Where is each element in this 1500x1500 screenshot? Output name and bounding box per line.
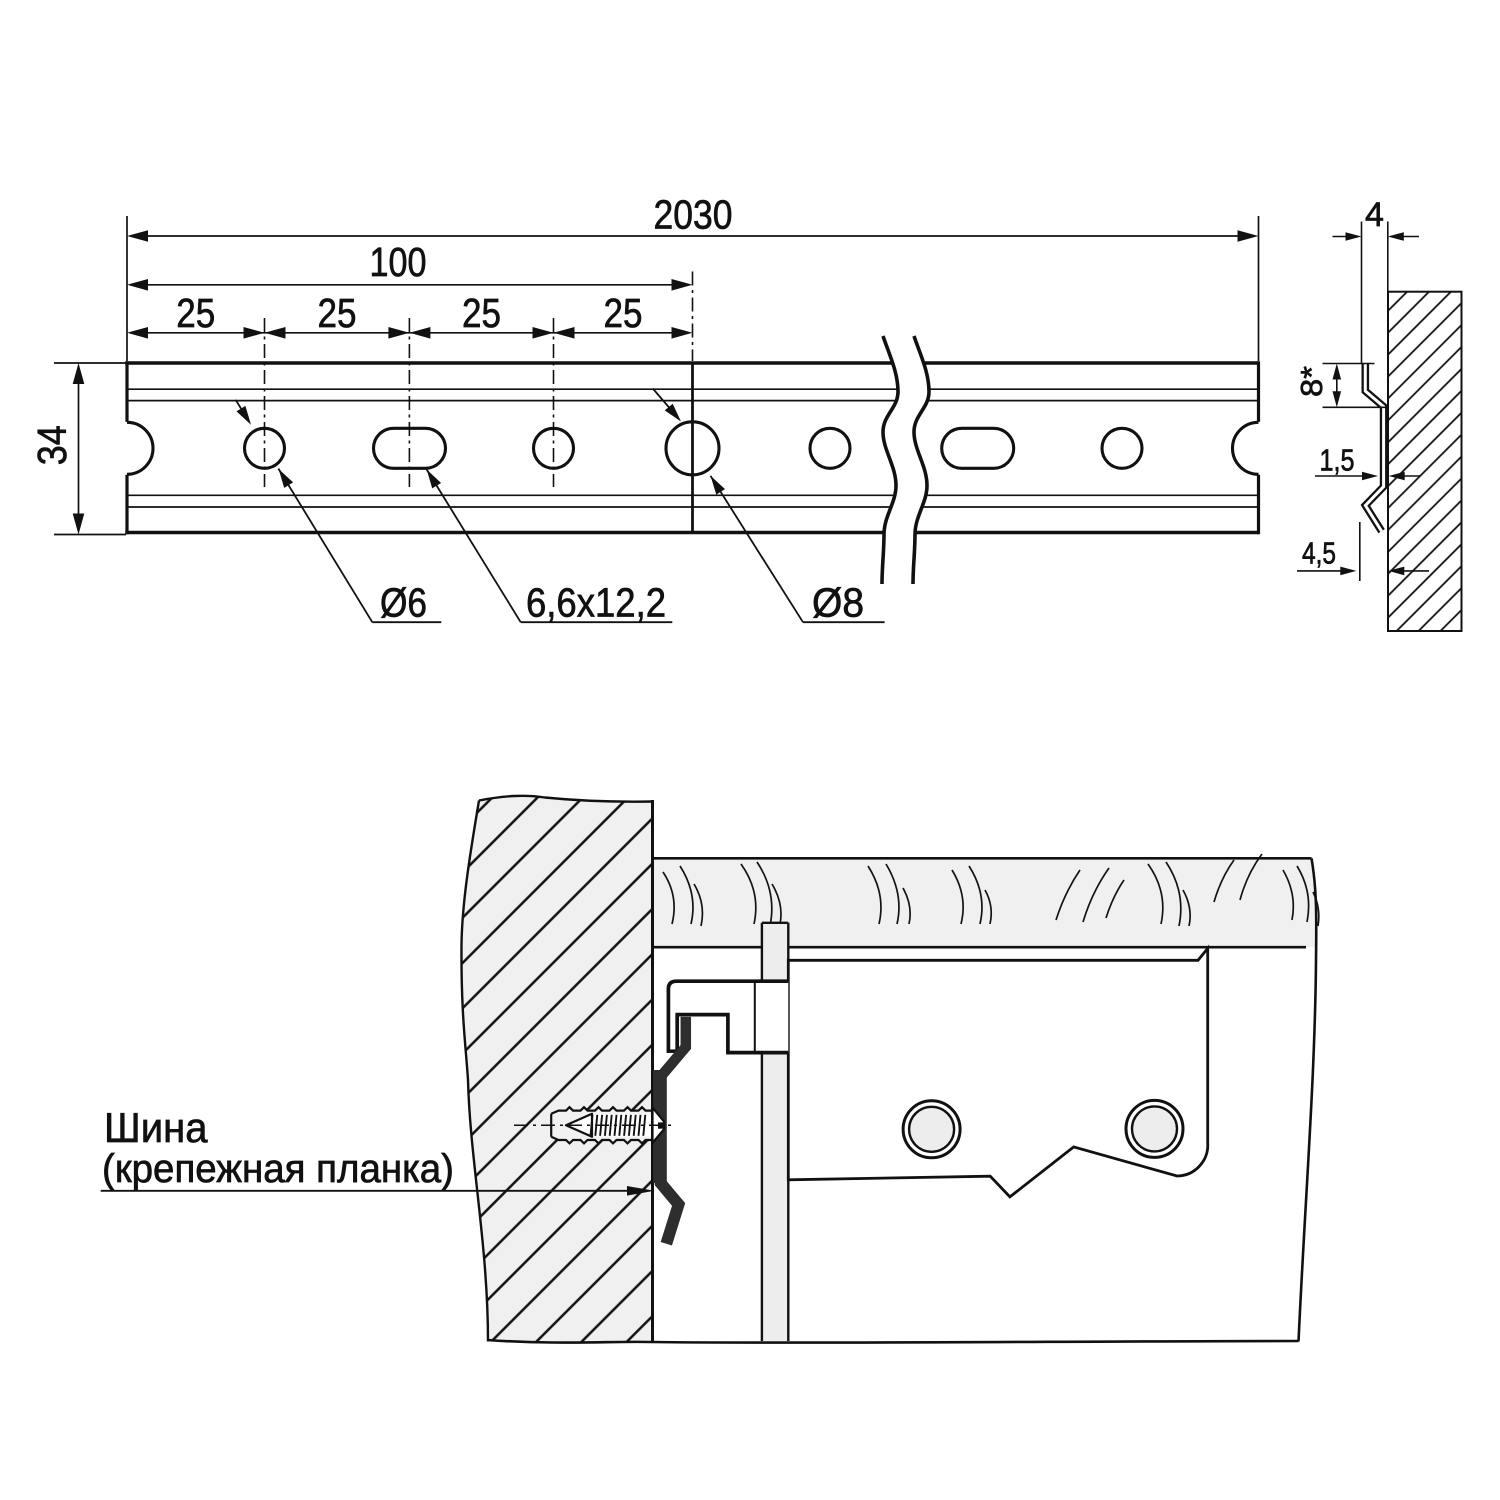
svg-text:25: 25: [604, 290, 643, 336]
svg-text:1,5: 1,5: [1320, 443, 1355, 478]
svg-text:25: 25: [176, 290, 215, 336]
svg-text:34: 34: [29, 425, 75, 465]
svg-text:4: 4: [1365, 196, 1384, 234]
svg-text:8*: 8*: [1294, 366, 1329, 397]
svg-text:4,5: 4,5: [1302, 536, 1336, 571]
svg-text:6,6x12,2: 6,6x12,2: [526, 580, 666, 626]
svg-text:25: 25: [462, 290, 501, 336]
svg-text:100: 100: [370, 239, 427, 285]
svg-text:Ø8: Ø8: [812, 580, 864, 626]
svg-text:Ø6: Ø6: [380, 580, 427, 626]
svg-text:(крепежная планка): (крепежная планка): [102, 1147, 454, 1191]
svg-text:25: 25: [318, 290, 357, 336]
svg-text:2030: 2030: [654, 192, 733, 238]
svg-text:Шина: Шина: [104, 1104, 208, 1151]
